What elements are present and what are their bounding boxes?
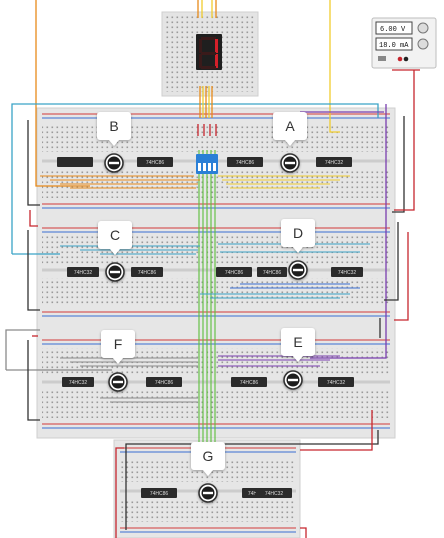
- ic-chip-f2[interactable]: 74HC86: [146, 377, 182, 387]
- chip-label: 74HC86: [263, 270, 282, 276]
- chip-label: 74HC32: [338, 270, 357, 276]
- segment-f: [199, 39, 202, 53]
- ic-chip-d3[interactable]: 74HC32: [331, 267, 363, 277]
- wire-bundles: [40, 175, 370, 403]
- green-bus-wires: [198, 150, 216, 460]
- segment-c: [215, 54, 218, 68]
- marker-b[interactable]: B: [97, 112, 131, 146]
- breadboard-top: [161, 11, 259, 97]
- marker-label: B: [109, 118, 118, 134]
- marker-label: G: [203, 448, 214, 464]
- marker-label: D: [293, 225, 303, 241]
- marker-label: F: [114, 336, 123, 352]
- ic-chip-g3[interactable]: 74HC32: [256, 488, 292, 498]
- dip-toggle-4[interactable]: [213, 163, 216, 171]
- segment-e: [199, 54, 202, 68]
- marker-g[interactable]: G: [191, 442, 225, 476]
- ic-chip-e2[interactable]: 74HC32: [318, 377, 354, 387]
- marker-e[interactable]: E: [281, 328, 315, 362]
- current-knob[interactable]: [417, 38, 429, 50]
- chip-label: 74HC86: [138, 270, 157, 276]
- chip-label: 74HC32: [327, 380, 346, 386]
- logic-probe-a[interactable]: [280, 153, 300, 173]
- ic-chip-f1[interactable]: 74HC32: [62, 377, 94, 387]
- marker-f[interactable]: F: [101, 330, 135, 364]
- power-supply[interactable]: 6.00 V 18.0 mA: [371, 17, 437, 69]
- chip-label: 74HC86: [225, 270, 244, 276]
- chip-label: 74HC32: [325, 160, 344, 166]
- chip-label: 74HC86: [150, 491, 169, 497]
- voltage-knob[interactable]: [417, 22, 429, 34]
- segment-a: [201, 37, 216, 40]
- logic-probe-d[interactable]: [288, 260, 308, 280]
- dip-toggle-1[interactable]: [198, 163, 201, 171]
- power-supply-current: 18.0 mA: [379, 42, 409, 50]
- ic-chip-g1[interactable]: 74HC86: [141, 488, 177, 498]
- ic-chip-a1[interactable]: 74HC86: [227, 157, 263, 167]
- negative-terminal[interactable]: [403, 56, 409, 62]
- marker-d[interactable]: D: [281, 219, 315, 253]
- ic-chip-b1[interactable]: [57, 157, 93, 167]
- ic-chip-d1[interactable]: 74HC86: [216, 267, 252, 277]
- ic-chip-a2[interactable]: 74HC32: [316, 157, 352, 167]
- ic-chip-d2[interactable]: 74HC86: [257, 267, 287, 277]
- marker-label: E: [293, 334, 302, 350]
- logic-probe-f[interactable]: [108, 372, 128, 392]
- dip-switch[interactable]: [196, 154, 218, 174]
- segment-g: [201, 52, 216, 55]
- ic-chip-e1[interactable]: 74HC86: [231, 377, 267, 387]
- chip-label: 74HC32: [265, 491, 284, 497]
- chip-label: 74HC86: [146, 160, 165, 166]
- ic-chip-c1[interactable]: 74HC32: [67, 267, 99, 277]
- dip-toggle-3[interactable]: [208, 163, 211, 171]
- marker-a[interactable]: A: [273, 112, 307, 146]
- segment-d: [201, 66, 216, 69]
- ic-chip-b2[interactable]: 74HC86: [137, 157, 173, 167]
- positive-terminal[interactable]: [397, 56, 403, 62]
- chip-label: 74HC32: [74, 270, 93, 276]
- chip-label: 74HC86: [155, 380, 174, 386]
- logic-probe-g[interactable]: [198, 483, 218, 503]
- logic-probe-b[interactable]: [104, 153, 124, 173]
- marker-c[interactable]: C: [98, 221, 132, 255]
- chip-label: 74HC32: [69, 380, 88, 386]
- chip-label: 74HC86: [240, 380, 259, 386]
- logic-probe-c[interactable]: [105, 262, 125, 282]
- power-supply-voltage: 6.00 V: [380, 26, 406, 34]
- marker-label: A: [285, 118, 295, 134]
- segment-b: [215, 39, 218, 53]
- seven-segment-display: 1: [196, 34, 222, 70]
- dip-toggle-2[interactable]: [203, 163, 206, 171]
- ic-chip-c2[interactable]: 74HC86: [131, 267, 163, 277]
- chip-label: 74HC86: [236, 160, 255, 166]
- marker-label: C: [110, 227, 120, 243]
- routing-wires: [5, 0, 420, 538]
- logic-probe-e[interactable]: [283, 370, 303, 390]
